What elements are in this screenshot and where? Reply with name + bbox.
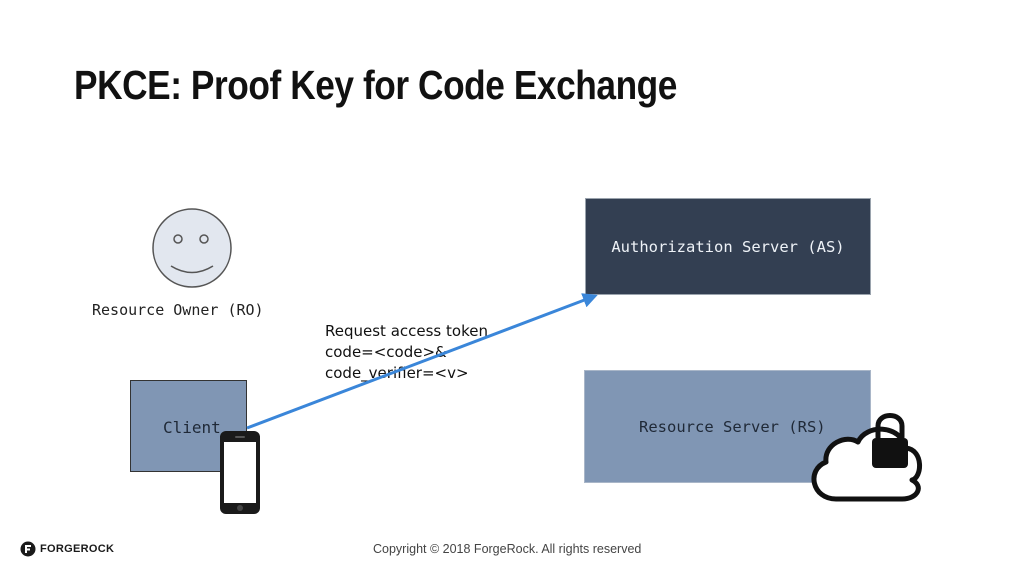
slide-title: PKCE: Proof Key for Code Exchange xyxy=(74,62,677,108)
smiley-face-icon xyxy=(152,208,232,288)
resource-owner-label: Resource Owner (RO) xyxy=(92,301,264,319)
forgerock-logo-icon xyxy=(20,541,36,557)
cloud-lock-icon xyxy=(811,413,922,502)
request-line-3: code_verifier=<v> xyxy=(325,364,469,382)
client-label: Client xyxy=(163,418,221,437)
request-line-1: Request access token xyxy=(325,322,488,340)
request-annotation: Request access token code=<code>& code_v… xyxy=(325,321,488,384)
request-arrow xyxy=(246,293,598,430)
smartphone-icon xyxy=(220,431,260,514)
authorization-server-box: Authorization Server (AS) xyxy=(585,198,871,295)
copyright-text: Copyright © 2018 ForgeRock. All rights r… xyxy=(373,542,642,556)
request-line-2: code=<code>& xyxy=(325,343,447,361)
forgerock-brand: FORGEROCK xyxy=(20,541,114,557)
resource-server-label: Resource Server (RS) xyxy=(639,418,826,436)
forgerock-wordmark: FORGEROCK xyxy=(40,543,115,555)
authorization-server-label: Authorization Server (AS) xyxy=(611,237,845,256)
